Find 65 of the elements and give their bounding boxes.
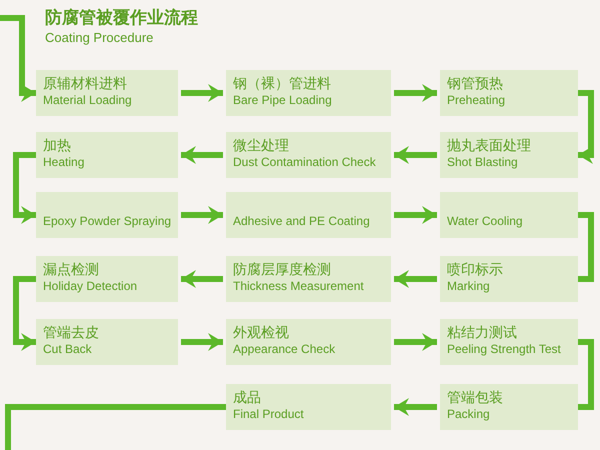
arrow	[181, 84, 223, 102]
step-label: Holiday Detection	[43, 278, 138, 294]
arrow	[394, 84, 437, 102]
process-box	[226, 319, 391, 365]
step-label: 管端去皮	[43, 324, 100, 342]
process-box	[440, 132, 578, 178]
step-label: Appearance Check	[233, 342, 336, 356]
step-label: 外观检视	[233, 324, 290, 342]
step-label: 成品	[233, 389, 262, 406]
step-label: 钢管预热	[447, 75, 504, 92]
arrow	[181, 206, 223, 224]
step-label: 喷印标示	[447, 261, 504, 278]
step-label: Dust Contamination Check	[233, 154, 377, 170]
subtitle: Coating Procedure	[45, 30, 154, 45]
step-label: 钢（裸）管进料	[233, 75, 332, 92]
step-label: Shot Blasting	[447, 154, 519, 170]
step-label: Bare Pipe Loading	[233, 92, 333, 108]
step-label: 微尘处理	[233, 137, 290, 154]
process-box	[440, 384, 578, 430]
step-label: Packing	[447, 406, 491, 422]
process-box	[36, 319, 178, 365]
process-box	[36, 70, 178, 116]
arrow	[394, 270, 437, 288]
step-label: Epoxy Powder Spraying	[43, 214, 171, 229]
step-label: 加热	[43, 137, 72, 154]
arrow	[13, 152, 36, 224]
step-label: Material Loading	[43, 92, 133, 108]
arrow	[181, 270, 223, 288]
step-label: 防腐层厚度检测	[233, 261, 332, 278]
process-box	[226, 132, 391, 178]
arrow	[394, 146, 437, 164]
process-box	[226, 192, 391, 238]
process-box	[440, 256, 578, 302]
arrow	[0, 15, 36, 102]
process-box	[226, 384, 391, 430]
step-label: 粘结力测试	[447, 324, 518, 342]
step-label: Cut Back	[43, 342, 93, 356]
step-label: Preheating	[447, 92, 506, 108]
arrow	[13, 276, 36, 351]
process-box	[36, 256, 178, 302]
arrow	[578, 90, 594, 164]
arrow	[394, 206, 437, 224]
process-box	[440, 192, 578, 238]
step-label: Final Product	[233, 406, 305, 422]
step-label: 抛丸表面处理	[447, 137, 532, 154]
arrow	[394, 333, 437, 351]
step-label: 原辅材料进料	[43, 75, 128, 92]
arrow	[394, 398, 437, 416]
step-label: 漏点检测	[43, 261, 100, 278]
process-box	[226, 256, 391, 302]
step-label: Heating	[43, 154, 86, 170]
process-box	[226, 70, 391, 116]
step-label: Adhesive and PE Coating	[233, 214, 371, 229]
step-label: Peeling Strength Test	[447, 342, 562, 356]
step-label: Thickness Measurement	[233, 278, 365, 294]
arrow	[181, 146, 223, 164]
process-box	[36, 132, 178, 178]
process-box	[36, 192, 178, 238]
step-label: Water Cooling	[447, 214, 524, 229]
arrow	[181, 333, 223, 351]
step-label: Marking	[447, 278, 491, 294]
title: 防腐管被覆作业流程	[45, 7, 198, 29]
process-box	[440, 319, 578, 365]
step-label: 管端包装	[447, 389, 504, 406]
process-box	[440, 70, 578, 116]
